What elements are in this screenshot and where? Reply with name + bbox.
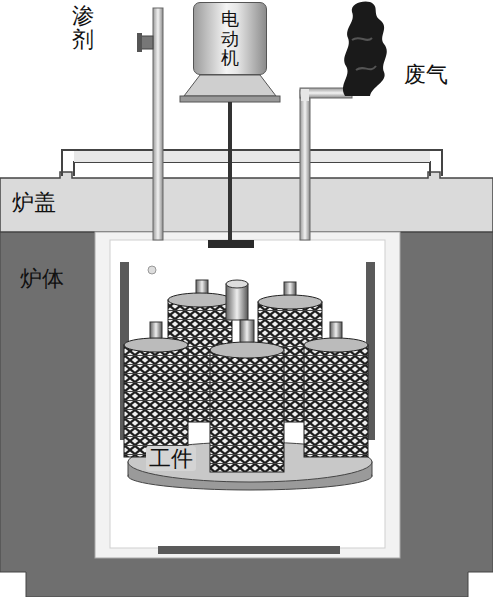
motor-base bbox=[184, 75, 276, 96]
lid-plate bbox=[62, 150, 442, 176]
inlet-pipe bbox=[153, 8, 163, 240]
gear-stack bbox=[124, 322, 188, 457]
gear-stack bbox=[210, 320, 284, 472]
heating-element bbox=[158, 546, 340, 554]
motor-box: 电动机 bbox=[193, 2, 267, 75]
pipe-joint bbox=[301, 89, 309, 101]
port bbox=[148, 266, 156, 274]
furnace-retort bbox=[110, 240, 385, 548]
furnace-body bbox=[0, 230, 493, 597]
lid-plate-fill bbox=[74, 150, 430, 162]
fan-shaft bbox=[228, 102, 232, 242]
smoke-detail bbox=[352, 38, 376, 70]
furnace-cover bbox=[0, 172, 493, 232]
exhaust-smoke bbox=[343, 1, 387, 96]
motor-label: 电动机 bbox=[221, 9, 239, 68]
motor-mount bbox=[180, 96, 280, 102]
valve bbox=[141, 36, 153, 49]
gear-stack bbox=[226, 280, 248, 320]
lid-plate-edge bbox=[62, 150, 442, 176]
body-label: 炉体 bbox=[20, 266, 64, 291]
workpiece-label: 工件 bbox=[146, 446, 196, 471]
cover-label: 炉盖 bbox=[12, 190, 56, 215]
exhaust-pipe bbox=[300, 90, 310, 240]
furnace-chamber bbox=[95, 232, 400, 558]
reagent-label: 渗剂 bbox=[72, 4, 94, 52]
gear-stack bbox=[304, 322, 368, 457]
exhaust-label: 废气 bbox=[404, 62, 448, 87]
valve-handle bbox=[137, 33, 142, 52]
fan-blade bbox=[208, 240, 254, 248]
